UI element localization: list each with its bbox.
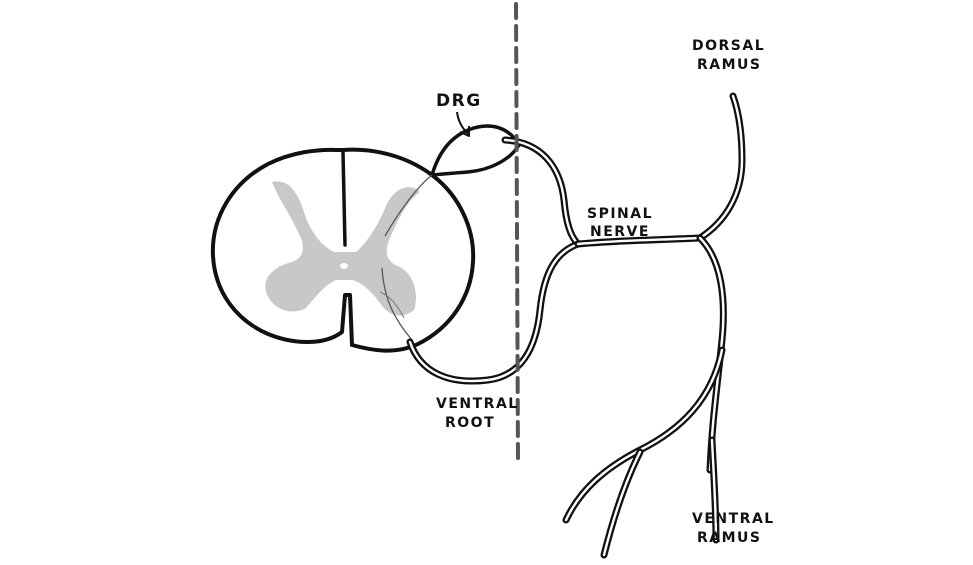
label-ventral-ramus-line1: VENTRAL xyxy=(692,511,775,527)
label-dorsal-ramus-line1: DORSAL xyxy=(692,38,765,54)
dashed-boundary-line xyxy=(514,2,520,464)
label-spinal-nerve-line2: NERVE xyxy=(590,224,650,240)
label-ventral-root-line2: ROOT xyxy=(445,415,495,431)
dorsal-median-sulcus xyxy=(341,150,347,247)
grey-matter xyxy=(265,181,420,316)
dorsal-ramus xyxy=(696,92,746,242)
label-spinal-nerve-line1: SPINAL xyxy=(587,206,653,222)
drg-arrowhead xyxy=(459,126,470,137)
label-dorsal-ramus-line2: RAMUS xyxy=(697,57,762,73)
drg-arrow xyxy=(456,111,469,135)
motor-fibre-in-cord xyxy=(381,267,413,341)
central-canal xyxy=(340,263,348,269)
label-ventral-ramus-line2: RAMUS xyxy=(697,530,762,546)
sensory-fibre-in-cord xyxy=(384,174,433,237)
ventral-ramus-branch-left xyxy=(562,346,726,524)
dorsal-root-ganglion xyxy=(430,124,521,177)
motor-fibre-branch xyxy=(379,291,405,319)
label-ventral-root-line1: VENTRAL xyxy=(436,396,519,412)
label-drg: DRG xyxy=(436,91,482,111)
